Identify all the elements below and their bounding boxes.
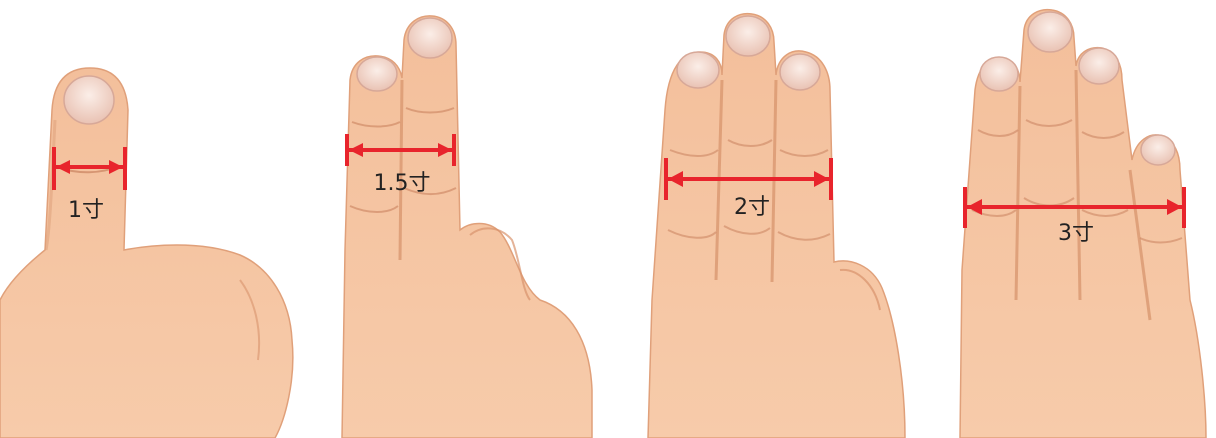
panel-two-fingers: 1.5寸 — [342, 16, 592, 438]
middle-nail — [1028, 12, 1072, 52]
ring-nail — [1079, 48, 1119, 84]
thumb-nail — [64, 76, 114, 124]
index-nail — [357, 57, 397, 91]
little-nail — [1141, 135, 1175, 165]
label-one-finger: 1寸 — [68, 198, 104, 223]
index-nail — [980, 57, 1018, 91]
middle-nail — [726, 16, 770, 56]
label-three-fingers: 2寸 — [734, 195, 770, 220]
middle-nail — [408, 18, 452, 58]
label-four-fingers: 3寸 — [1058, 221, 1094, 246]
hand-one-finger — [0, 68, 293, 438]
panel-one-finger: 1寸 — [0, 68, 293, 438]
index-nail — [677, 52, 719, 88]
panel-four-fingers: 3寸 — [960, 10, 1206, 438]
label-two-fingers: 1.5寸 — [374, 171, 431, 196]
panel-three-fingers: 2寸 — [648, 14, 905, 438]
finger-gap — [400, 80, 402, 260]
ring-nail — [780, 54, 820, 90]
